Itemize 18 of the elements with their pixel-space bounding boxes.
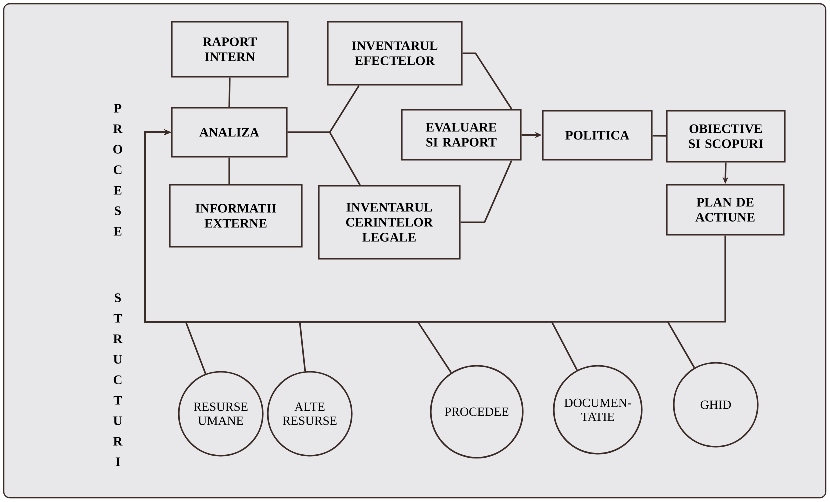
- process-box: RAPORT INTERN: [171, 21, 289, 78]
- connector: [144, 129, 696, 368]
- process-box: OBIECTIVE SI SCOPURI: [666, 110, 786, 163]
- process-box: POLITICA: [542, 110, 653, 161]
- connector: [462, 52, 512, 110]
- connector: [228, 158, 230, 184]
- connector: [460, 160, 513, 224]
- process-box: INVENTARUL EFECTELOR: [327, 21, 463, 86]
- process-box: INFORMATII EXTERNE: [169, 184, 303, 248]
- process-box: INVENTARUL CERINTELOR LEGALE: [318, 185, 461, 260]
- vertical-label: STRUCTURI: [114, 294, 123, 466]
- process-box: PLAN DE ACTIUNE: [666, 184, 785, 236]
- process-box: EVALUARE SI RAPORT: [401, 109, 522, 161]
- process-box: ANALIZA: [171, 107, 288, 158]
- connector: [288, 132, 361, 186]
- connector: [228, 78, 231, 108]
- vertical-label: PROCESE: [114, 104, 123, 236]
- connector: [652, 135, 666, 137]
